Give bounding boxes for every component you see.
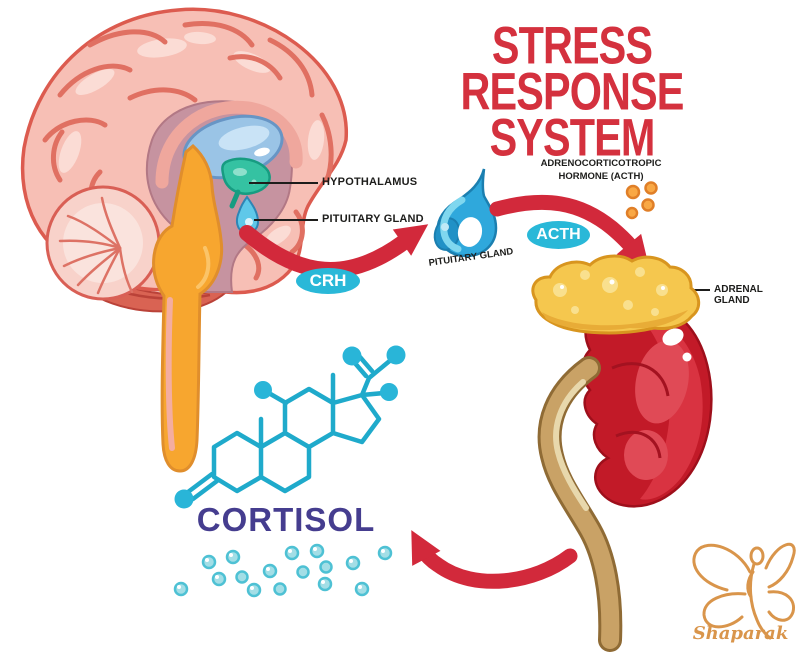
- butterfly-logo-icon: [692, 542, 796, 640]
- cortisol-bubbles: [173, 543, 393, 598]
- adrenal-gland-shape: [531, 254, 701, 335]
- adrenal-gland-label: ADRENAL GLAND: [714, 284, 763, 306]
- acth-hormone-label: ADRENOCORTICOTROPIC HORMONE (ACTH): [540, 158, 662, 182]
- cortisol-flow-arrow: [411, 530, 578, 589]
- pituitary-gland-icon: [433, 168, 498, 258]
- hypothalamus-label: HYPOTHALAMUS: [322, 176, 418, 188]
- pituitary-gland-label: PITUITARY GLAND: [322, 213, 424, 225]
- brand-watermark: Shaparak: [692, 623, 789, 644]
- gyri-highlights: [58, 31, 325, 247]
- bubble-highlights: [177, 547, 385, 590]
- cortisol-molecule-icon: [174, 345, 406, 509]
- crh-badge: CRH: [296, 268, 360, 294]
- molecule-atoms: [174, 345, 406, 509]
- ureter: [537, 356, 623, 652]
- page-title: STRESS RESPONSE SYSTEM: [460, 15, 685, 167]
- corpus-callosum: [155, 100, 303, 189]
- acth-badge: ACTH: [527, 221, 590, 249]
- cortisol-label: CORTISOL: [196, 501, 376, 538]
- acth-hormone-dots: [625, 181, 658, 220]
- hypothalamus-shape: [221, 157, 271, 209]
- brain-illustration: [20, 7, 348, 473]
- cerebellum: [45, 185, 161, 301]
- brainstem-spinal-cord: [152, 143, 224, 473]
- kidney-adrenal-illustration: [531, 254, 713, 652]
